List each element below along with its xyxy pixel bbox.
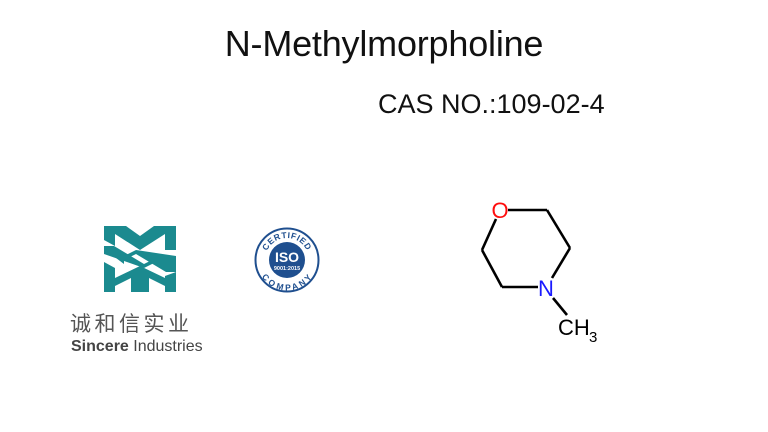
company-logo-icon	[104, 226, 176, 292]
nitrogen-atom-label: N	[538, 276, 554, 301]
oxygen-atom-label: O	[491, 198, 508, 223]
methyl-subscript: 3	[589, 329, 597, 346]
company-name-chinese: 诚和信实业	[70, 312, 193, 336]
compound-title: N-Methylmorpholine	[224, 23, 544, 64]
iso-center-text: ISO	[275, 249, 299, 265]
cas-number: CAS NO.:109-02-4	[378, 89, 605, 119]
molecular-structure-diagram: O N CH 3	[480, 198, 597, 346]
methyl-group-label: CH	[558, 315, 590, 340]
iso-certified-badge-icon: CERTIFIED COMPANY ISO 9001:2015	[254, 227, 320, 293]
company-name-english: Sincere Industries	[71, 338, 203, 356]
company-name-first: Sincere	[71, 338, 129, 355]
company-name-second: Industries	[133, 338, 203, 355]
iso-standard-text: 9001:2015	[274, 266, 300, 272]
